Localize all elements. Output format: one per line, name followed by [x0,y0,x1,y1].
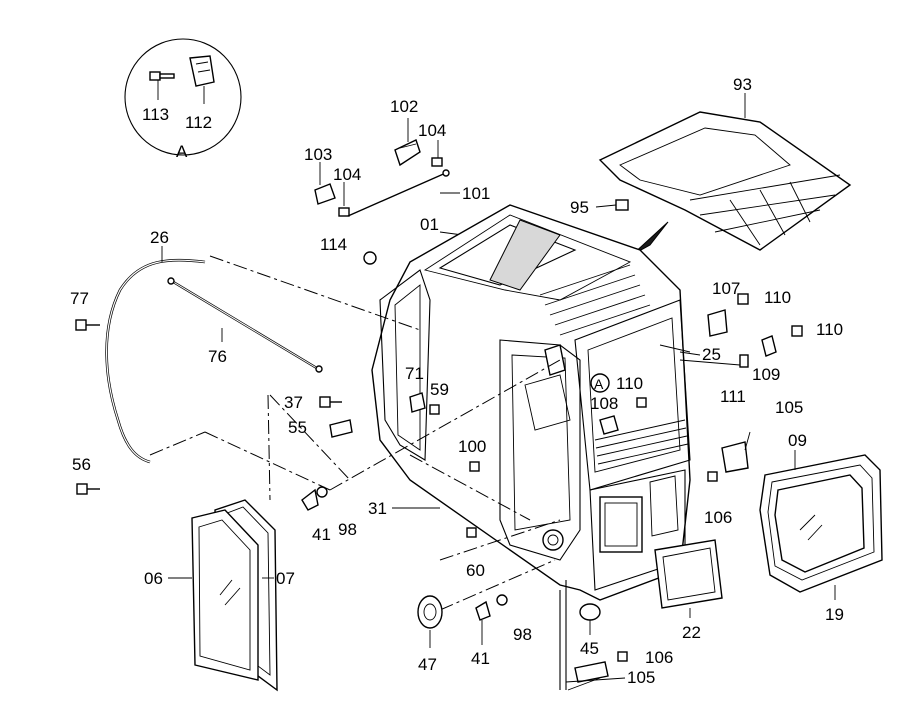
part-37-bolt [319,396,342,408]
label-110c: 110 [616,374,643,393]
label-110a: 110 [764,288,791,307]
part-101-rod [347,169,450,217]
label-114: 114 [320,235,347,254]
label-93: 93 [733,75,752,94]
label-56: 56 [72,455,91,474]
label-104a: 104 [418,121,446,140]
label-98b: 98 [513,625,532,644]
part-104-bolt-b [338,207,350,217]
label-71: 71 [405,364,424,383]
label-41a: 41 [312,525,331,544]
part-56-bolt [76,483,100,495]
part-71-clip [409,392,426,413]
label-detail-a: A [176,142,188,161]
part-98-washer-b [496,594,508,606]
part-41-cap-b [475,600,491,621]
label-47: 47 [418,655,437,674]
label-111: 111 [720,387,746,406]
detail-view-a: 113 112 A [124,38,242,161]
cab-frame [371,204,691,601]
label-106b: 106 [645,648,673,667]
label-41b: 41 [471,649,490,668]
label-26: 26 [150,228,169,247]
label-103: 103 [304,145,332,164]
part-114-grommet [363,251,377,265]
label-105b: 105 [627,668,655,687]
label-102: 102 [390,97,418,116]
part-106-bolt-b [617,651,628,662]
label-105a: 105 [775,398,803,417]
arrow-marker [631,221,669,256]
label-45: 45 [580,639,599,658]
label-19: 19 [825,605,844,624]
part-47-mirror [417,595,443,629]
part-06-glass [191,509,259,681]
label-109: 109 [752,365,780,384]
part-22-seal [654,539,723,609]
part-109-clip [761,335,777,357]
label-07: 07 [276,569,295,588]
part-105-bracket-b [574,661,609,683]
part-41-cap-a [301,488,319,511]
part-93-roof-panel [598,111,852,251]
label-95: 95 [570,198,589,217]
label-108: 108 [590,394,618,413]
part-95-bolt [615,199,629,211]
part-98-washer-a [316,486,328,498]
assembly-leaders [149,255,741,690]
part-110-bolt-b [791,325,803,337]
view-a-marker [590,373,610,393]
part-111-spacer [739,354,749,368]
label-100: 100 [458,437,486,456]
part-106-bolt-a [707,471,718,482]
label-112: 112 [185,113,212,132]
label-106a: 106 [704,508,732,527]
label-59: 59 [430,380,449,399]
label-55: 55 [288,418,307,437]
view-a-marker-label: A [594,376,604,392]
label-101: 101 [462,184,490,203]
part-19-glass [774,474,865,573]
part-108-hook [599,415,619,435]
label-06: 06 [144,569,163,588]
part-100-bolt [469,461,480,472]
label-01: 01 [420,215,439,234]
part-110-bolt-c [636,397,647,408]
label-77: 77 [70,289,89,308]
part-103-clip [314,183,336,205]
label-76: 76 [208,347,227,366]
part-113-bolt [149,71,175,81]
label-107: 107 [712,279,740,298]
part-105-bracket-a [721,441,749,473]
part-76-rod [167,277,323,373]
part-110-bolt-a [737,293,749,305]
part-45-grommet [579,603,601,621]
label-37: 37 [284,393,303,412]
part-104-bolt-a [431,157,443,167]
part-102-bracket [394,139,421,167]
label-60: 60 [466,561,485,580]
label-09: 09 [788,431,807,450]
part-107-clip [707,309,728,337]
part-77-bolt [75,319,100,331]
label-113: 113 [142,105,169,124]
part-55-bracket [329,419,353,438]
part-60-bolt [466,527,477,538]
label-98a: 98 [338,520,357,539]
label-31: 31 [368,499,387,518]
label-25: 25 [702,345,721,364]
label-104b: 104 [333,165,361,184]
part-59-bolt [429,404,440,415]
label-22: 22 [682,623,701,642]
label-110b: 110 [816,320,843,339]
part-112-clip [189,55,215,87]
part-26-hose [105,258,206,464]
